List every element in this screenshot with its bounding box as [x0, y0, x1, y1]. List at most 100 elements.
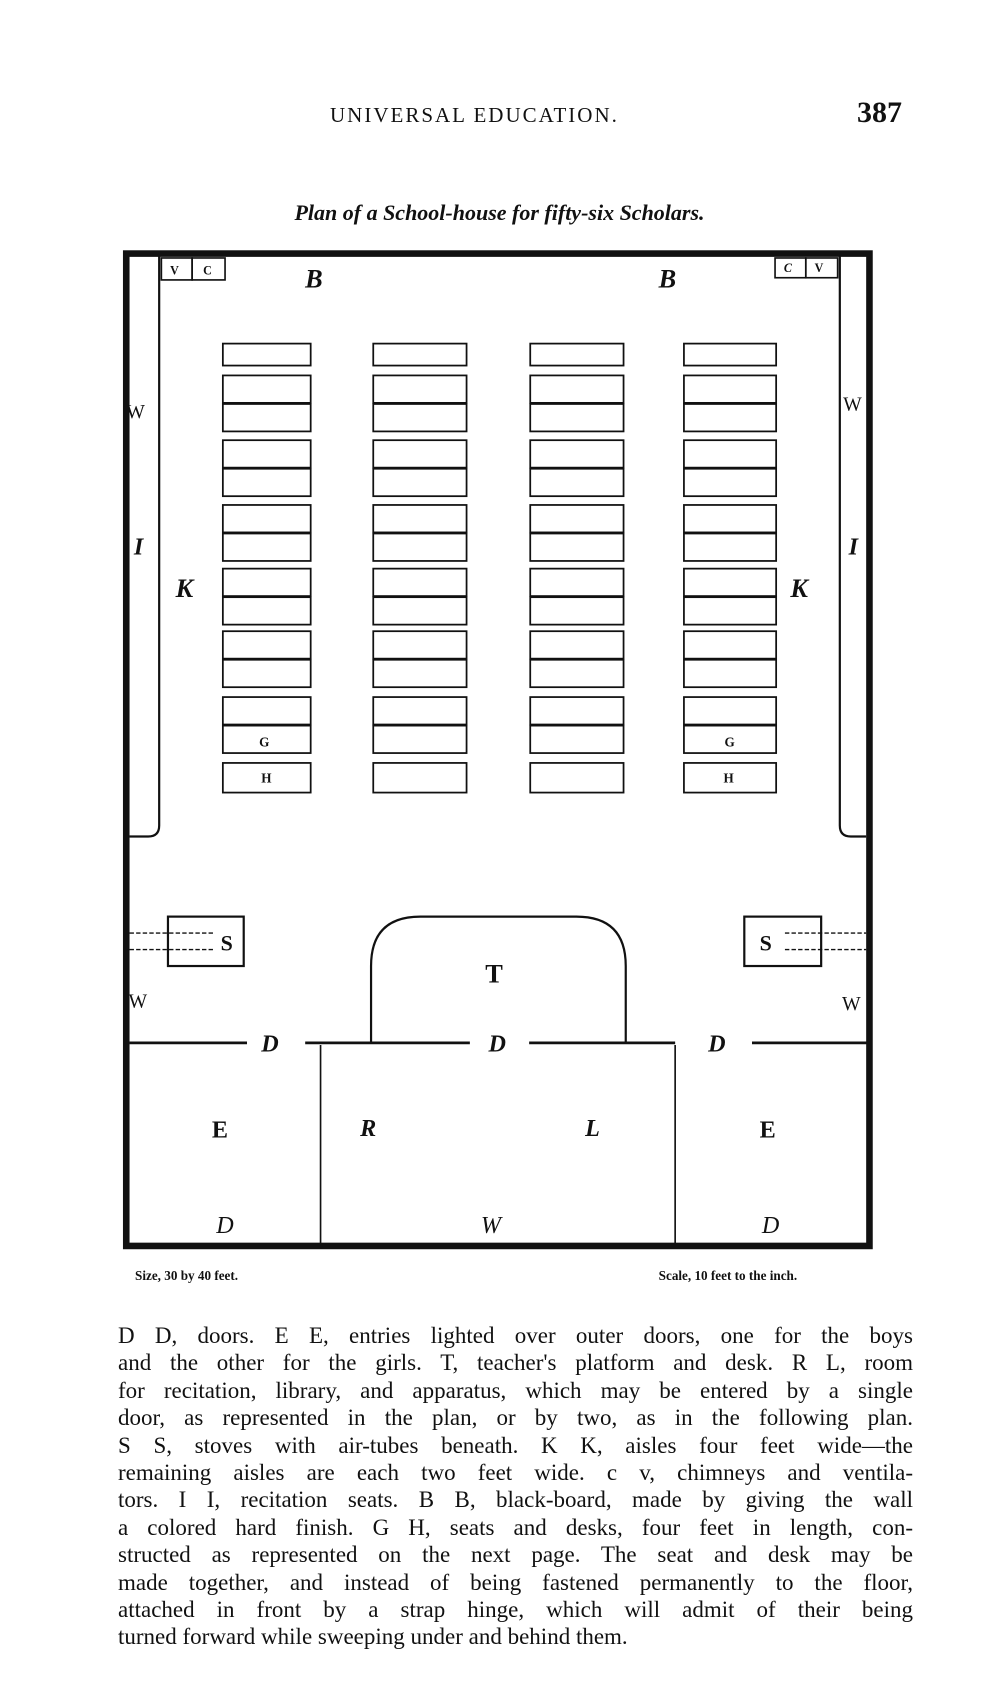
desk-front [683, 342, 778, 367]
vent-box-right [804, 257, 839, 279]
label-D: D [761, 1212, 780, 1239]
air-tube-left [129, 932, 215, 951]
desk [683, 724, 778, 754]
desk [221, 724, 312, 754]
desk [221, 403, 312, 433]
desk [372, 467, 468, 498]
desk [683, 596, 778, 626]
seat [372, 567, 468, 597]
label-S: S [760, 931, 772, 956]
teacher-platform [369, 915, 627, 1043]
seat [372, 374, 468, 404]
recitation-seat-left [129, 255, 161, 838]
recitation-seat-right [838, 255, 867, 838]
desk [529, 467, 625, 498]
desk [372, 724, 468, 754]
label-W: W [842, 993, 861, 1015]
body-line: door, as represented in the plan, or by … [118, 1405, 913, 1431]
seat [529, 630, 625, 660]
seat [529, 696, 625, 726]
desk [683, 467, 778, 498]
desk-back [372, 762, 468, 794]
label-V: V [815, 261, 824, 275]
air-tube-right [784, 932, 867, 951]
label-W: W [126, 401, 145, 423]
label-E: E [760, 1116, 776, 1143]
desk [221, 596, 312, 626]
seat [683, 439, 778, 469]
desk [372, 532, 468, 562]
figure-caption: Plan of a School-house for fifty-six Sch… [294, 200, 705, 225]
seat [221, 630, 312, 660]
body-line: and the other for the girls. T, teacher'… [118, 1350, 913, 1376]
body-line: structed as represented on the next page… [118, 1542, 913, 1568]
seat [221, 374, 312, 404]
label-H: H [723, 771, 734, 786]
label-S: S [221, 931, 233, 956]
label-G: G [259, 734, 269, 749]
seat [529, 374, 625, 404]
label-W: W [481, 1212, 503, 1239]
seat [221, 439, 312, 469]
scale-note: Scale, 10 feet to the inch. [659, 1268, 797, 1283]
desk-back [221, 762, 312, 794]
label-W: W [843, 394, 862, 416]
body-line: a colored hard finish. G H, seats and de… [118, 1514, 913, 1540]
desk [683, 532, 778, 562]
label-V: V [170, 263, 179, 277]
stove-right [743, 915, 823, 968]
room-partitions [319, 1045, 676, 1244]
body-line: attached in front by a strap hinge, whic… [118, 1597, 913, 1623]
desk [221, 658, 312, 689]
seat [529, 504, 625, 534]
body-line: tors. I I, recitation seats. B B, black-… [118, 1487, 913, 1513]
seat [683, 504, 778, 534]
desk [372, 596, 468, 626]
label-D: D [707, 1031, 725, 1058]
label-B: B [658, 265, 677, 294]
seat [529, 567, 625, 597]
desk [221, 467, 312, 498]
body-line: for recitation, library, and apparatus, … [118, 1377, 913, 1403]
desk [683, 658, 778, 689]
body-line: made together, and instead of being fast… [118, 1569, 913, 1595]
desk-back [529, 762, 625, 794]
desk [372, 658, 468, 689]
desk-front [372, 342, 468, 367]
label-H: H [261, 771, 272, 786]
seat [683, 374, 778, 404]
seat [683, 567, 778, 597]
desk [221, 532, 312, 562]
label-R: R [359, 1115, 376, 1142]
label-D: D [488, 1031, 506, 1058]
desk [529, 724, 625, 754]
body-line: turned forward while sweeping under and … [118, 1624, 628, 1650]
label-C: C [784, 261, 793, 275]
desk-rows [221, 342, 778, 794]
body-line: remaining aisles are each two feet wide.… [118, 1460, 913, 1486]
seat [221, 567, 312, 597]
desk [529, 596, 625, 626]
desk [529, 658, 625, 689]
label-W: W [128, 991, 147, 1013]
desk-front [529, 342, 625, 367]
label-K: K [789, 574, 810, 603]
label-I: I [848, 533, 860, 560]
seat [372, 439, 468, 469]
label-I: I [133, 533, 145, 560]
label-T: T [485, 959, 503, 988]
seat [529, 439, 625, 469]
label-B: B [304, 265, 323, 294]
seat [221, 504, 312, 534]
outer-wall [122, 250, 873, 1250]
desk-back [683, 762, 778, 794]
seat [683, 696, 778, 726]
desk [683, 403, 778, 433]
page-number: 387 [857, 96, 902, 129]
body-line: S S, stoves with air-tubes beneath. K K,… [118, 1432, 913, 1458]
body-line: D D, doors. E E, entries lighted over ou… [118, 1323, 913, 1348]
chimney-box-left [191, 257, 226, 281]
stove-left [166, 915, 245, 968]
label-D: D [260, 1031, 278, 1058]
